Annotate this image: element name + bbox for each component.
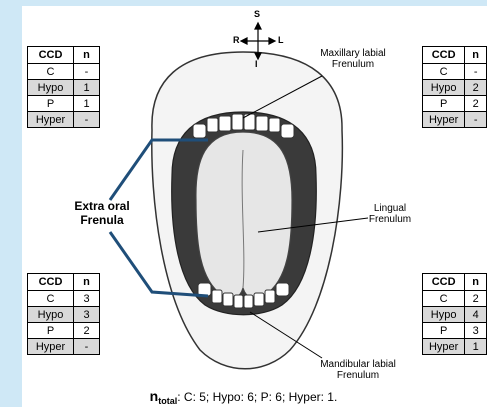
maxillary-label-line2: Frenulum [303,59,403,70]
table-cell: 4 [465,307,487,323]
extra-oral-label-line2: Frenula [62,213,142,227]
table-header-ccd: CCD [28,47,74,64]
table-cell: 1 [74,80,100,96]
lingual-label: Lingual Frenulum [360,203,420,225]
table-header-n: n [74,274,100,291]
table-cell: Hypo [423,80,465,96]
table-cell: 2 [74,323,100,339]
table-cell: 1 [465,339,487,355]
maxillary-label-line1: Maxillary labial [303,48,403,59]
table-cell: Hyper [28,112,74,128]
compass-right: R [233,35,240,45]
table-header-ccd: CCD [28,274,74,291]
table-cell: C [423,291,465,307]
mandibular-label-line1: Mandibular labial [308,359,408,370]
table-cell: P [423,96,465,112]
table-cell: - [74,112,100,128]
extra-oral-label-line1: Extra oral [62,199,142,213]
footer-text: : C: 5; Hypo: 6; P: 6; Hyper: 1. [177,390,337,404]
table-cell: Hypo [28,307,74,323]
table-header-ccd: CCD [423,47,465,64]
compass-superior: S [254,9,260,19]
table-cell: C [28,64,74,80]
compass-left: L [278,35,284,45]
mandibular-label-line2: Frenulum [308,370,408,381]
maxillary-label: Maxillary labial Frenulum [303,48,403,70]
table-cell: Hyper [28,339,74,355]
table-cell: - [74,339,100,355]
table-cell: 1 [74,96,100,112]
table-cell: 2 [465,80,487,96]
table-header-n: n [74,47,100,64]
table-header-n: n [465,47,487,64]
table-cell: Hyper [423,339,465,355]
table-cell: Hypo [28,80,74,96]
mandibular-label: Mandibular labial Frenulum [308,359,408,381]
table-cell: 3 [74,291,100,307]
footer-sub: total [158,396,177,406]
footer-summary: ntotal: C: 5; Hypo: 6; P: 6; Hyper: 1. [0,388,487,406]
lingual-label-line1: Lingual [360,203,420,214]
table-cell: 3 [465,323,487,339]
table-cell: Hypo [423,307,465,323]
table-cell: 2 [465,96,487,112]
compass-inferior: I [255,59,258,69]
table-cell: - [74,64,100,80]
table-header-n: n [465,274,487,291]
table-cell: Hyper [423,112,465,128]
table-cell: 2 [465,291,487,307]
table-cell: - [465,112,487,128]
table-cell: C [28,291,74,307]
table-cell: P [28,96,74,112]
lingual-label-line2: Frenulum [360,214,420,225]
extra-oral-label: Extra oral Frenula [62,199,142,227]
table-cell: P [28,323,74,339]
table-cell: - [465,64,487,80]
footer-n: n [150,388,159,404]
table-cell: P [423,323,465,339]
table-cell: C [423,64,465,80]
table-header-ccd: CCD [423,274,465,291]
table-cell: 3 [74,307,100,323]
